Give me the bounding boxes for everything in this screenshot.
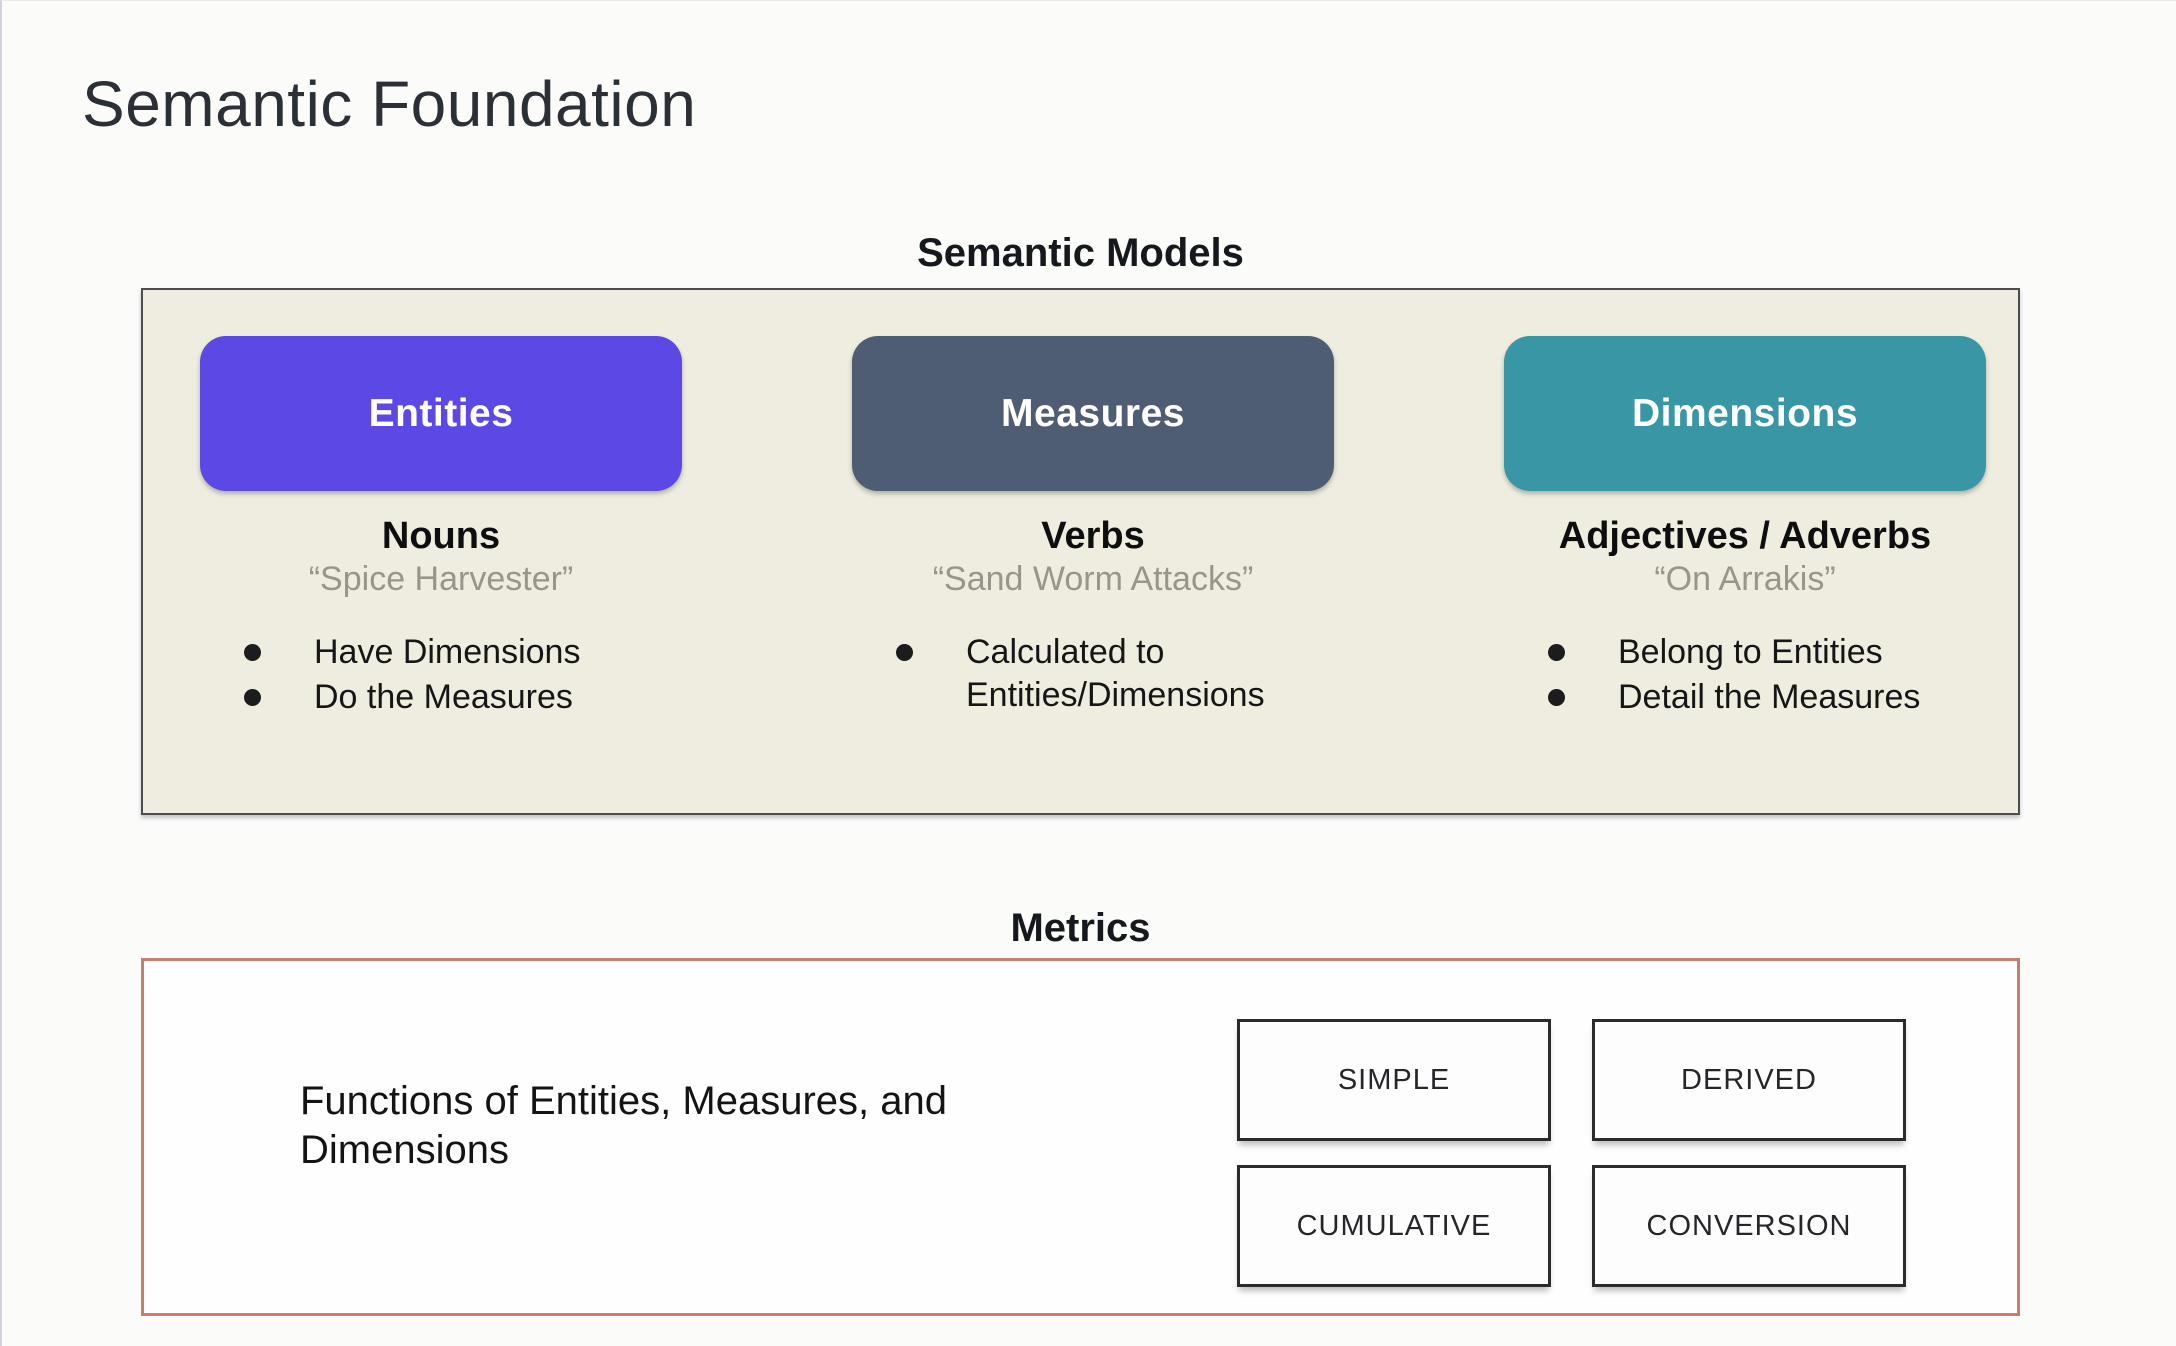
- model-column-dimensions: Dimensions Adjectives / Adverbs “On Arra…: [1504, 336, 1986, 813]
- measures-example-quote: “Sand Worm Attacks”: [932, 560, 1254, 598]
- measures-role-label: Verbs: [1041, 515, 1145, 557]
- entities-role-label: Nouns: [381, 515, 501, 557]
- bullet-item: Do the Measures: [200, 676, 682, 719]
- dimensions-bullet-list: Belong to Entities Detail the Measures: [1504, 631, 1986, 719]
- metric-type-box-derived: DERIVED: [1592, 1019, 1906, 1141]
- semantic-models-heading: Semantic Models: [917, 231, 1244, 275]
- semantic-models-panel: Entities Nouns “Spice Harvester” Have Di…: [141, 288, 2020, 815]
- metric-type-box-cumulative: CUMULATIVE: [1237, 1165, 1551, 1287]
- metric-type-box-conversion: CONVERSION: [1592, 1165, 1906, 1287]
- metrics-heading: Metrics: [1010, 906, 1151, 950]
- dimensions-role-label: Adjectives / Adverbs: [1558, 515, 1932, 557]
- bullet-item: Have Dimensions: [200, 631, 682, 674]
- slide-title: Semantic Foundation: [82, 68, 697, 140]
- metric-type-grid: SIMPLE DERIVED CUMULATIVE CONVERSION: [1237, 1019, 1906, 1287]
- measures-pill: Measures: [852, 336, 1334, 491]
- entities-bullet-list: Have Dimensions Do the Measures: [200, 631, 682, 719]
- entities-pill: Entities: [200, 336, 682, 491]
- entities-example-quote: “Spice Harvester”: [308, 560, 574, 598]
- bullet-item: Calculated to Entities/Dimensions: [852, 631, 1334, 717]
- metrics-panel: Functions of Entities, Measures, and Dim…: [141, 958, 2020, 1316]
- model-column-entities: Entities Nouns “Spice Harvester” Have Di…: [200, 336, 682, 813]
- model-column-measures: Measures Verbs “Sand Worm Attacks” Calcu…: [852, 336, 1334, 813]
- bullet-item: Detail the Measures: [1504, 676, 1986, 719]
- dimensions-example-quote: “On Arrakis”: [1654, 560, 1836, 598]
- measures-bullet-list: Calculated to Entities/Dimensions: [852, 631, 1334, 717]
- dimensions-pill: Dimensions: [1504, 336, 1986, 491]
- bullet-item: Belong to Entities: [1504, 631, 1986, 674]
- metric-type-box-simple: SIMPLE: [1237, 1019, 1551, 1141]
- metrics-description: Functions of Entities, Measures, and Dim…: [300, 1079, 947, 1172]
